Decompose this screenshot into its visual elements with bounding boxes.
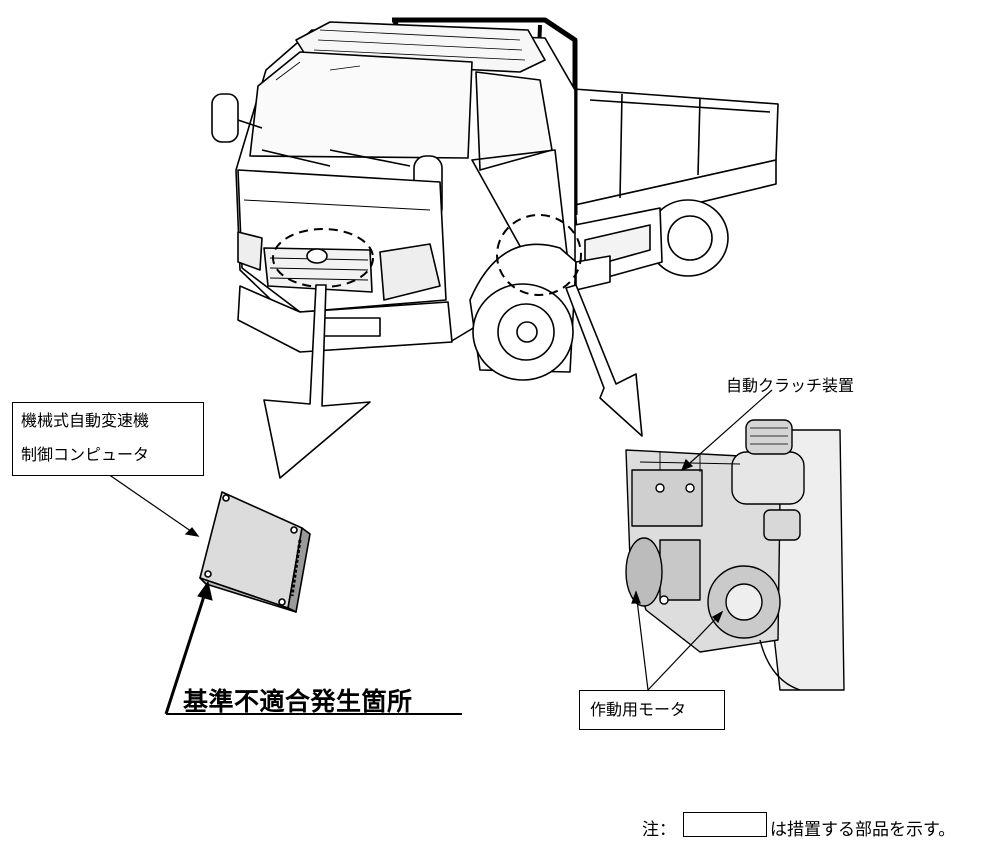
motor-label: 作動用モータ: [590, 700, 687, 719]
motor-label-box: 作動用モータ: [579, 690, 725, 730]
clutch-location-marker: [496, 214, 582, 296]
note-text: は措置する部品を示す。: [770, 820, 956, 840]
ecu-label-box: 機械式自動変速機 制御コンピュータ: [12, 402, 204, 476]
ecu-callout-arrow: [263, 284, 371, 479]
clutch-motor-assembly: [625, 419, 845, 691]
defect-pointer: [164, 580, 462, 715]
note-prefix: 注：: [642, 820, 676, 840]
ecu-label-line2: 制御コンピュータ: [21, 445, 150, 464]
clutch-device-label: 自動クラッチ装置: [726, 376, 855, 395]
leader-lines: [107, 389, 773, 691]
actuator-motor-1: [625, 537, 663, 607]
defect-location-label: 基準不適合発生箇所: [183, 687, 413, 716]
headlight-right: [379, 243, 441, 301]
headlight-left: [237, 231, 263, 271]
fluid-reservoir: [731, 451, 805, 505]
truck-illustration: [211, 17, 779, 381]
left-mirror: [211, 93, 239, 143]
windshield: [249, 51, 473, 159]
ecu-label-line1: 機械式自動変速機: [21, 411, 150, 430]
control-computer-unit: [199, 491, 311, 613]
note-legend-swatch: [683, 812, 767, 837]
clutch-callout-arrow: [565, 284, 643, 437]
